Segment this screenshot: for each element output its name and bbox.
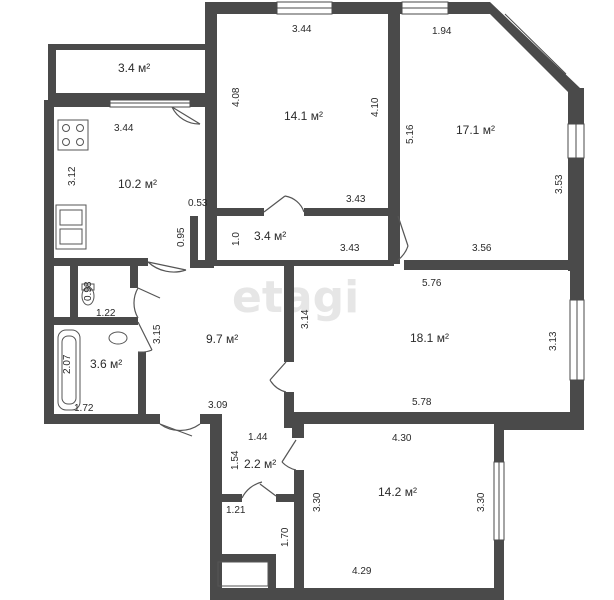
dim-bottom-top: 4.30 [392,433,412,444]
dim-bottom-right: 3.30 [476,492,487,512]
shelf [217,561,269,587]
dim-halltop-h: 1.0 [231,232,242,246]
dim-corner-bottom: 3.56 [472,243,492,254]
room-area-balcony: 3.4 м² [118,61,150,75]
bathtub-icon [57,329,81,411]
toilet-icon [81,286,95,306]
dim-bath-w: 1.72 [74,403,94,414]
dim-hall-h: 3.15 [152,324,163,344]
brand-text: Домклик [42,573,86,585]
dim-kitchen-door: 0.95 [176,227,187,247]
dim-bottom-bottom: 4.29 [352,566,372,577]
dim-bedtop-bottom: 3.43 [346,194,366,205]
brand-icon [18,568,38,588]
room-labels: 3.4 м² 10.2 м² 14.1 м² 17.1 м² 3.4 м² 9.… [90,61,495,499]
dim-bath-h: 2.07 [62,354,73,374]
dim-bedtop-left: 4.08 [231,87,242,107]
dim-corner-top: 1.94 [432,26,452,37]
dim-mid-bottom: 5.78 [412,397,432,408]
dimension-labels: 3.44 3.12 0.53 0.95 3.44 4.08 4.10 3.43 … [62,24,565,577]
dim-kitchen-w: 3.44 [114,123,134,134]
stove-icon [57,119,89,151]
dim-kitchen-gap: 0.53 [188,198,208,209]
dim-bedtop-right: 4.10 [370,97,381,117]
sink-icon [55,204,87,250]
dim-closet-w: 1.21 [226,505,246,516]
fixtures [55,119,269,587]
room-area-bottom: 14.2 м² [378,485,417,499]
dim-wc-h: 0.98 [83,281,94,301]
room-area-hall-top: 3.4 м² [254,229,286,243]
doors [133,106,409,499]
watermark: etagi [232,272,359,323]
washbasin-icon [108,331,128,345]
dim-corner-left: 5.16 [405,124,416,144]
dim-bedtop-w: 3.44 [292,24,312,35]
dim-mid-left: 3.14 [300,309,311,329]
dim-closet-h: 1.54 [230,450,241,470]
dim-corridor-w: 1.44 [248,432,268,443]
dim-mid-right: 3.13 [548,331,559,351]
dim-wc-w: 1.22 [96,308,116,319]
brand-logo: Домклик [18,568,86,588]
dim-corner-right: 3.53 [554,174,565,194]
room-area-hall: 9.7 м² [206,332,238,346]
room-area-bath: 3.6 м² [90,357,122,371]
dim-bottom-left: 3.30 [312,492,323,512]
room-area-mid: 18.1 м² [410,331,449,345]
room-area-bedroom-top: 14.1 м² [284,109,323,123]
room-area-corner: 17.1 м² [456,123,495,137]
room-area-kitchen: 10.2 м² [118,177,157,191]
dim-hall-w: 3.09 [208,400,228,411]
dim-mid-top: 5.76 [422,278,442,289]
room-area-closet: 2.2 м² [244,457,276,471]
walls [44,2,584,600]
dim-halltop-w: 3.43 [340,243,360,254]
dim-kitchen-h: 3.12 [67,166,78,186]
dim-closet-h2: 1.70 [280,527,291,547]
